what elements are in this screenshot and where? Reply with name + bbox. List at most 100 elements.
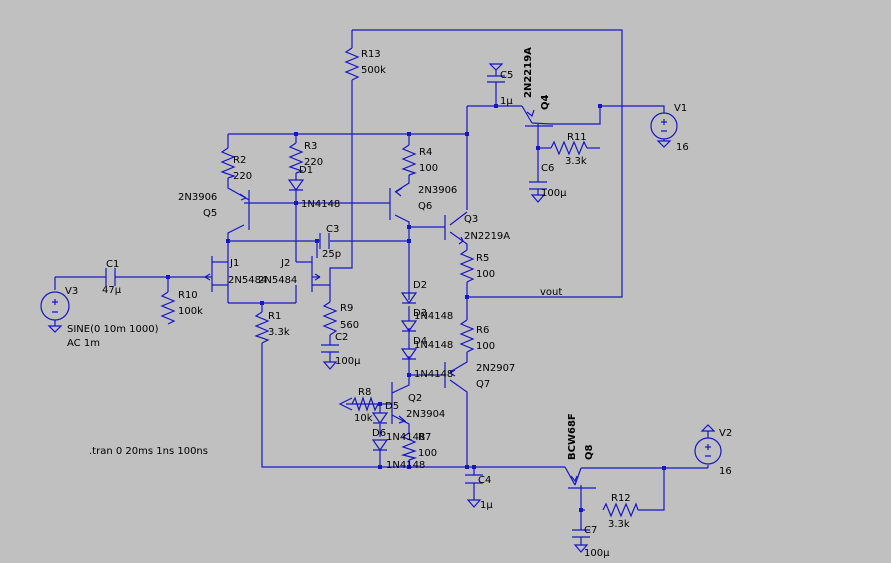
j2-jfet-symbol[interactable]: [311, 256, 321, 292]
c7-value: 100µ: [584, 548, 610, 559]
r2-value: 220: [233, 171, 252, 182]
v3-source-symbol[interactable]: [40, 291, 70, 333]
v3-ac: AC 1m: [67, 338, 100, 349]
d1-name: D1: [299, 165, 313, 176]
r6-value: 100: [476, 341, 495, 352]
v1-name: V1: [674, 103, 687, 114]
r7-resistor-symbol[interactable]: [400, 432, 418, 461]
r12-resistor-symbol[interactable]: [602, 502, 639, 518]
ground-symbol-r8: [338, 397, 353, 411]
q4-name: Q4: [540, 94, 551, 110]
c3-capacitor-symbol[interactable]: [319, 233, 330, 249]
r13-resistor-symbol[interactable]: [344, 47, 360, 81]
r8-name: R8: [358, 387, 371, 398]
r8-value: 10k: [354, 413, 373, 424]
d2-name: D2: [413, 280, 427, 291]
r4-resistor-symbol[interactable]: [401, 144, 417, 176]
v3-value: SINE(0 10m 1000): [67, 324, 159, 335]
r5-value: 100: [476, 269, 495, 280]
j2-name: J2: [280, 258, 290, 269]
c1-name: C1: [106, 259, 119, 270]
c6-capacitor-symbol[interactable]: [529, 181, 547, 203]
d4-diode-symbol[interactable]: [400, 348, 418, 361]
r9-value: 560: [340, 320, 359, 331]
r5-resistor-symbol[interactable]: [459, 249, 475, 283]
q4-value: 2N2219A: [523, 47, 534, 98]
r8-resistor-symbol[interactable]: [351, 396, 379, 412]
c2-capacitor-symbol[interactable]: [321, 344, 339, 370]
q4-transistor-symbol[interactable]: [521, 105, 553, 130]
q3-value: 2N2219A: [464, 231, 510, 242]
d6-diode-symbol[interactable]: [371, 439, 389, 452]
d1-diode-symbol[interactable]: [287, 179, 305, 192]
r11-value: 3.3k: [565, 156, 587, 167]
r10-name: R10: [178, 290, 198, 301]
c2-value: 100µ: [335, 356, 361, 367]
r2-resistor-symbol[interactable]: [220, 147, 236, 179]
d5-diode-symbol[interactable]: [371, 412, 389, 425]
vout-label: vout: [540, 287, 562, 298]
q6-transistor-symbol[interactable]: [389, 187, 403, 220]
q5-transistor-symbol[interactable]: [239, 190, 250, 230]
d5-name: D5: [385, 401, 399, 412]
r6-name: R6: [476, 325, 489, 336]
c1-value: 47µ: [102, 285, 122, 296]
j1-jfet-symbol[interactable]: [204, 256, 213, 292]
q2-value: 2N3904: [406, 409, 445, 420]
r3-name: R3: [304, 141, 317, 152]
r9-resistor-symbol[interactable]: [322, 301, 338, 336]
d4-value: 1N4148: [414, 340, 453, 351]
c1-capacitor-symbol[interactable]: [105, 268, 116, 286]
d2-value: 1N4148: [414, 369, 453, 380]
r12-value: 3.3k: [608, 519, 630, 530]
c7-name: C7: [584, 525, 597, 536]
r13-value: 500k: [361, 65, 386, 76]
d2-diode-symbol[interactable]: [400, 292, 418, 305]
d6-name: D6: [372, 428, 386, 439]
c6-name: C6: [541, 163, 554, 174]
d5-value: 1N4148: [386, 432, 425, 443]
r11-name: R11: [567, 132, 587, 143]
r3-resistor-symbol[interactable]: [288, 142, 304, 174]
r5-name: R5: [476, 253, 489, 264]
q7-transistor-symbol[interactable]: [444, 362, 456, 388]
r1-value: 3.3k: [268, 327, 290, 338]
r1-name: R1: [268, 311, 281, 322]
r9-name: R9: [340, 303, 353, 314]
r12-name: R12: [611, 493, 631, 504]
c2-name: C2: [335, 332, 348, 343]
r6-resistor-symbol[interactable]: [459, 319, 475, 353]
r7-value: 100: [418, 448, 437, 459]
junctions: [166, 104, 666, 512]
c4-capacitor-symbol[interactable]: [465, 474, 483, 508]
q6-name: Q6: [418, 201, 432, 212]
wires: [54, 29, 709, 530]
d3-diode-symbol[interactable]: [400, 320, 418, 333]
c6-value: 100µ: [541, 188, 567, 199]
v2-source-symbol[interactable]: [694, 424, 722, 465]
r10-resistor-symbol[interactable]: [160, 291, 176, 325]
c5-name: C5: [500, 70, 513, 81]
r7-name: R7: [418, 432, 431, 443]
q8-transistor-symbol[interactable]: [564, 466, 596, 492]
d6-value: 1N4148: [386, 460, 425, 471]
r1-resistor-symbol[interactable]: [254, 311, 270, 344]
j1-value: 2N5484: [228, 275, 267, 286]
c5-capacitor-symbol[interactable]: [487, 63, 505, 90]
q7-value: 2N2907: [476, 363, 515, 374]
c7-capacitor-symbol[interactable]: [572, 529, 590, 553]
r4-value: 100: [419, 163, 438, 174]
d4-name: D4: [413, 336, 427, 347]
v1-source-symbol[interactable]: [650, 112, 678, 148]
c4-value: 1µ: [480, 500, 493, 511]
v1-value: 16: [676, 142, 689, 153]
d1-value: 1N4148: [301, 199, 340, 210]
r13-name: R13: [361, 49, 381, 60]
q2-transistor-symbol[interactable]: [385, 382, 407, 424]
r10-value: 100k: [178, 306, 203, 317]
q3-transistor-symbol[interactable]: [444, 215, 464, 245]
r11-resistor-symbol[interactable]: [550, 140, 588, 156]
v3-name: V3: [65, 286, 78, 297]
q5-value: 2N3906: [178, 192, 217, 203]
